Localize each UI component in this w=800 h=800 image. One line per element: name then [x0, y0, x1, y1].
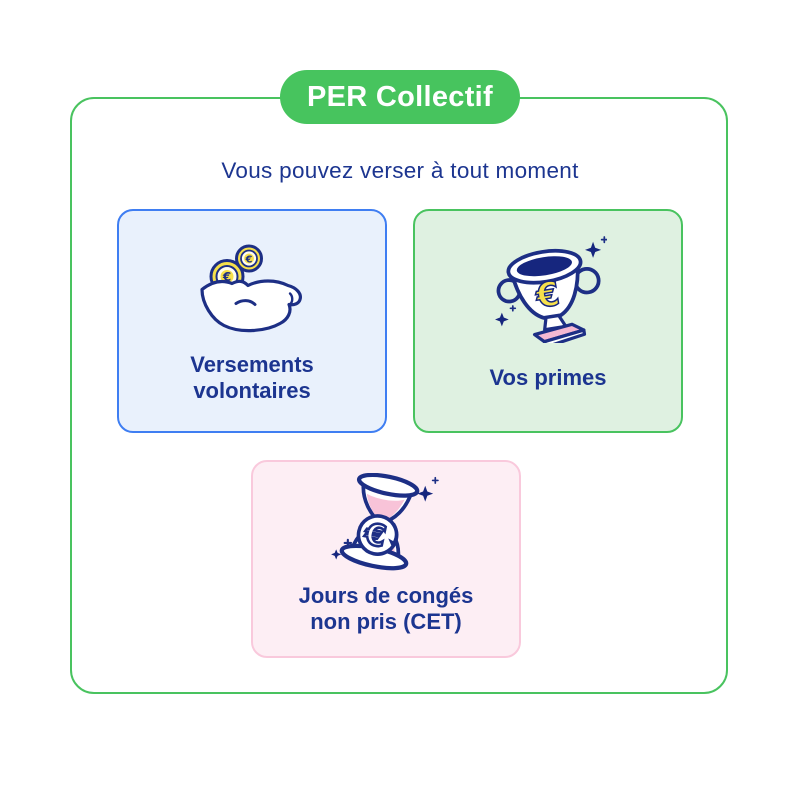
card-label: Vos primes — [489, 364, 607, 390]
title-badge: PER Collectif — [280, 70, 520, 124]
card-icon-wrap: € € — [192, 237, 312, 341]
hourglass-euro-icon: € — [331, 473, 439, 571]
subtitle-text: Vous pouvez verser à tout moment — [221, 158, 579, 183]
title-badge-label: PER Collectif — [307, 80, 493, 113]
card-label: Versements volontaires — [190, 351, 314, 403]
card-icon-wrap: € — [327, 473, 445, 578]
card-jours-conges-cet: € Jours de congés non pris (CET) — [251, 460, 521, 658]
card-icon-wrap: € — [489, 236, 607, 343]
card-versements-volontaires: € € Versements volontaires — [117, 209, 387, 433]
svg-text:€: € — [245, 255, 253, 266]
trophy-euro-icon: € — [495, 236, 607, 343]
svg-text:€: € — [222, 270, 231, 284]
card-vos-primes: € Vos primes — [413, 209, 683, 433]
card-label: Jours de congés non pris (CET) — [298, 582, 474, 634]
hand-coins-icon: € € — [200, 244, 302, 333]
